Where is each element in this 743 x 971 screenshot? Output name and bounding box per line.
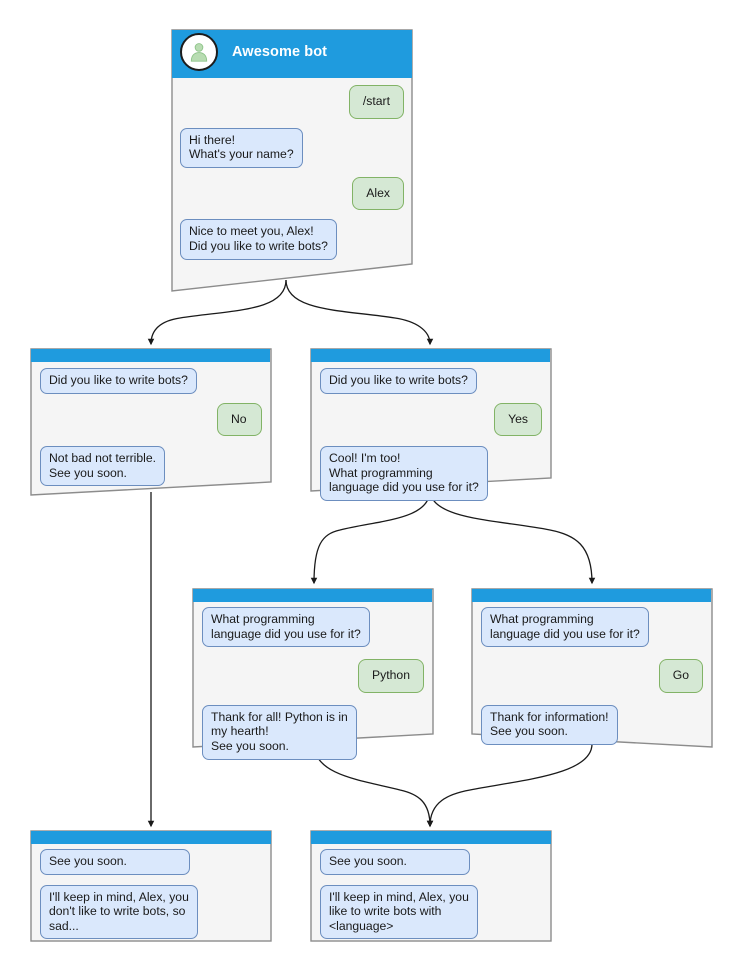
bot-name-label: Awesome bot — [232, 44, 328, 60]
message-row: What programming language did you use fo… — [481, 607, 703, 648]
message-row: No — [40, 402, 262, 437]
node-start-messages: /start Hi there! What's your name? Alex … — [170, 76, 414, 270]
message-row: Nice to meet you, Alex! Did you like to … — [180, 219, 404, 260]
node-lang-go-content: What programming language did you use fo… — [471, 588, 713, 755]
node-end-sad[interactable]: See you soon. I'll keep in mind, Alex, y… — [30, 830, 272, 942]
node-lang-python[interactable]: What programming language did you use fo… — [192, 588, 434, 760]
bot-message-bubble: Did you like to write bots? — [320, 368, 477, 394]
node-end-sad-header — [30, 830, 272, 844]
bot-message-bubble: Thank for all! Python is in my hearth! S… — [202, 704, 357, 760]
message-row: See you soon. — [40, 849, 262, 875]
message-row: Cool! I'm too! What programming language… — [320, 446, 542, 501]
message-row: What programming language did you use fo… — [202, 607, 424, 648]
bot-message-bubble: Not bad not terrible. See you soon. — [40, 446, 166, 487]
node-answer-yes-header — [310, 348, 552, 362]
node-end-happy[interactable]: See you soon. I'll keep in mind, Alex, y… — [310, 830, 552, 942]
node-lang-go-header — [471, 588, 713, 602]
message-row: I'll keep in mind, Alex, you like to wri… — [320, 884, 542, 940]
bot-message-bubble: Cool! I'm too! What programming language… — [320, 446, 488, 501]
node-start-content: Awesome bot /start Hi there! What's your… — [170, 28, 414, 270]
message-row: Thank for information! See you soon. — [481, 704, 703, 745]
node-answer-yes-messages: Did you like to write bots? Yes Cool! I'… — [310, 362, 552, 511]
node-start-header: Awesome bot — [170, 28, 414, 76]
user-message-bubble: No — [217, 402, 262, 437]
node-answer-no-messages: Did you like to write bots? No Not bad n… — [30, 362, 272, 496]
node-answer-yes-content: Did you like to write bots? Yes Cool! I'… — [310, 348, 552, 511]
bot-message-bubble: What programming language did you use fo… — [202, 607, 370, 648]
user-avatar-icon — [180, 33, 218, 71]
user-message-bubble: Go — [658, 659, 703, 693]
edge-go-to-end-happy — [426, 743, 593, 828]
node-lang-go[interactable]: What programming language did you use fo… — [471, 588, 713, 748]
node-answer-no-content: Did you like to write bots? No Not bad n… — [30, 348, 272, 496]
node-end-happy-header — [310, 830, 552, 844]
node-lang-go-messages: What programming language did you use fo… — [471, 602, 713, 755]
node-end-sad-messages: See you soon. I'll keep in mind, Alex, y… — [30, 844, 272, 949]
node-answer-no-header — [30, 348, 272, 362]
node-lang-python-content: What programming language did you use fo… — [192, 588, 434, 770]
user-message-bubble: Alex — [352, 176, 404, 211]
message-row: Hi there! What's your name? — [180, 127, 404, 168]
node-start[interactable]: Awesome bot /start Hi there! What's your… — [170, 28, 414, 293]
bot-message-bubble: See you soon. — [320, 849, 470, 875]
node-lang-python-header — [192, 588, 434, 602]
bot-message-bubble: I'll keep in mind, Alex, you like to wri… — [320, 884, 478, 940]
node-end-happy-content: See you soon. I'll keep in mind, Alex, y… — [310, 830, 552, 949]
node-answer-yes[interactable]: Did you like to write bots? Yes Cool! I'… — [310, 348, 552, 501]
message-row: I'll keep in mind, Alex, you don't like … — [40, 884, 262, 940]
bot-message-bubble: Hi there! What's your name? — [180, 127, 303, 168]
message-row: Alex — [180, 176, 404, 211]
node-answer-no[interactable]: Did you like to write bots? No Not bad n… — [30, 348, 272, 496]
message-row: Thank for all! Python is in my hearth! S… — [202, 704, 424, 760]
node-end-happy-messages: See you soon. I'll keep in mind, Alex, y… — [310, 844, 552, 949]
message-row: Did you like to write bots? — [320, 368, 542, 394]
bot-message-bubble: Thank for information! See you soon. — [481, 704, 618, 745]
node-end-sad-content: See you soon. I'll keep in mind, Alex, y… — [30, 830, 272, 949]
message-row: Not bad not terrible. See you soon. — [40, 446, 262, 487]
message-row: Python — [202, 659, 424, 693]
bot-message-bubble: See you soon. — [40, 849, 190, 875]
message-row: See you soon. — [320, 849, 542, 875]
user-message-bubble: /start — [348, 85, 404, 119]
message-row: Yes — [320, 402, 542, 437]
bot-message-bubble: Nice to meet you, Alex! Did you like to … — [180, 219, 337, 260]
node-lang-python-messages: What programming language did you use fo… — [192, 602, 434, 770]
user-message-bubble: Yes — [494, 402, 542, 437]
message-row: Did you like to write bots? — [40, 368, 262, 394]
bot-message-bubble: Did you like to write bots? — [40, 368, 197, 394]
bot-message-bubble: I'll keep in mind, Alex, you don't like … — [40, 884, 198, 940]
message-row: Go — [481, 659, 703, 693]
bot-message-bubble: What programming language did you use fo… — [481, 607, 649, 648]
user-message-bubble: Python — [358, 659, 424, 693]
message-row: /start — [180, 85, 404, 119]
